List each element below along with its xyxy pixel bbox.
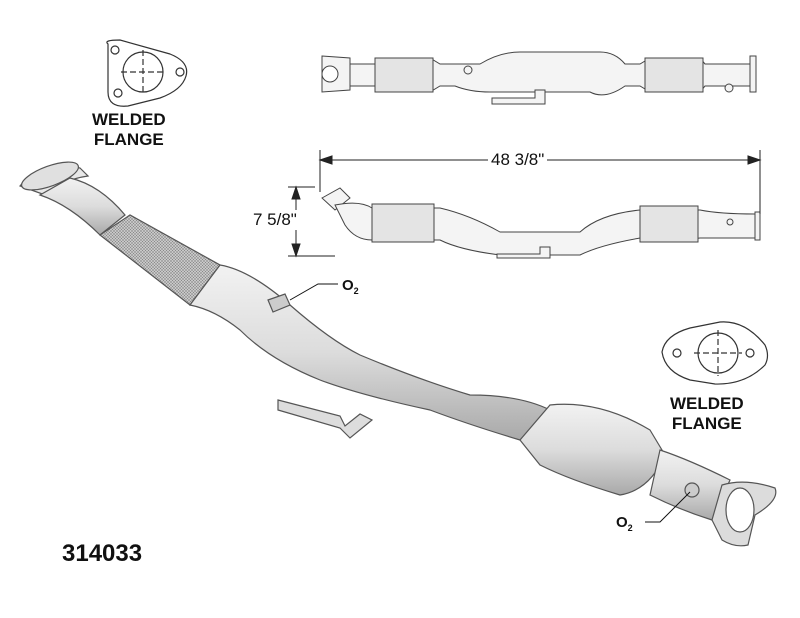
o2-leader-lines	[289, 283, 691, 523]
o2-text: O	[342, 277, 354, 294]
top-view-pipe	[321, 51, 757, 105]
side-view-pipe	[321, 187, 761, 259]
flange-icon-right	[661, 321, 769, 385]
label-line: FLANGE	[671, 414, 742, 433]
height-dimension: 7 5/8"	[250, 210, 300, 230]
o2-subscript: 2	[353, 286, 359, 296]
flange-icon-top-left	[106, 39, 188, 107]
welded-flange-label-top-left: WELDED FLANGE	[92, 110, 166, 150]
label-line: WELDED	[92, 110, 166, 129]
label-line: WELDED	[670, 394, 744, 413]
o2-text: O	[616, 514, 628, 531]
welded-flange-label-right: WELDED FLANGE	[670, 394, 744, 434]
o2-sensor-label-lower: O2	[616, 514, 633, 533]
label-line: FLANGE	[93, 130, 164, 149]
o2-sensor-label-upper: O2	[342, 277, 359, 296]
part-number: 314033	[62, 540, 143, 567]
length-dimension: 48 3/8"	[488, 150, 548, 170]
o2-subscript: 2	[627, 523, 633, 533]
catalytic-converter-pipe	[19, 161, 777, 547]
